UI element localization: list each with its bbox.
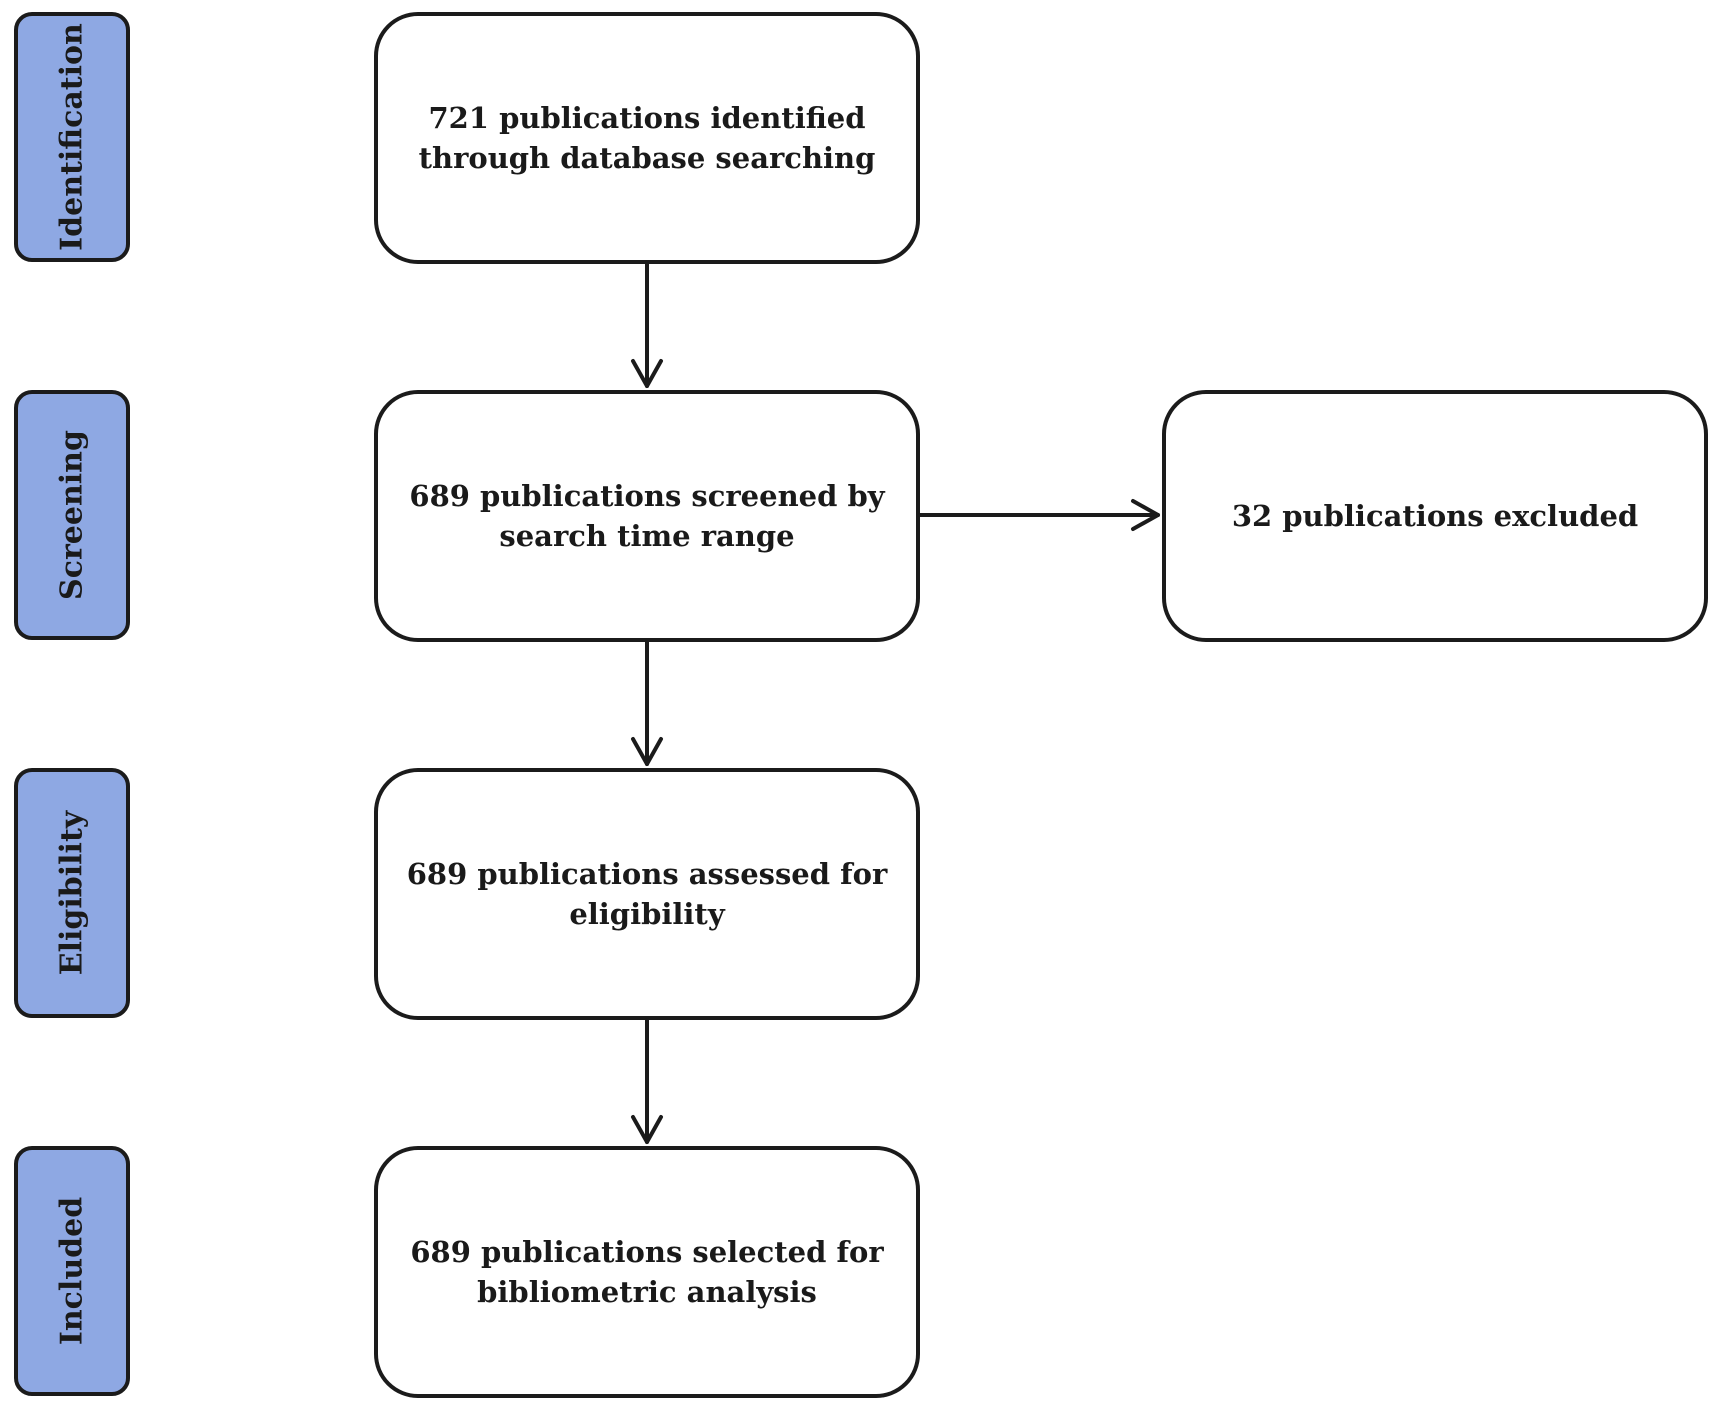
- assessed-text: 689 publications assessed for eligibilit…: [406, 857, 888, 931]
- excluded-text: 32 publications excluded: [1231, 499, 1639, 533]
- arrowhead-assessed-to-selected: [631, 1115, 663, 1144]
- arrowhead-screened-to-excluded: [1131, 499, 1160, 531]
- stage-eligibility: Eligibility: [14, 768, 130, 1018]
- excluded-box: 32 publications excluded: [1162, 390, 1708, 642]
- arrowhead-identified-to-screened: [631, 359, 663, 388]
- selected-box: 689 publications selected for bibliometr…: [374, 1146, 920, 1398]
- screened-text: 689 publications screened by search time…: [409, 479, 885, 553]
- stage-identification: Identification: [14, 12, 130, 262]
- screened-box: 689 publications screened by search time…: [374, 390, 920, 642]
- identified-text: 721 publications identified through data…: [418, 101, 876, 175]
- stage-included: Included: [14, 1146, 130, 1396]
- selected-text: 689 publications selected for bibliometr…: [410, 1235, 884, 1309]
- assessed-box: 689 publications assessed for eligibilit…: [374, 768, 920, 1020]
- stage-screening: Screening: [14, 390, 130, 640]
- identified-box: 721 publications identified through data…: [374, 12, 920, 264]
- arrowhead-screened-to-assessed: [631, 737, 663, 766]
